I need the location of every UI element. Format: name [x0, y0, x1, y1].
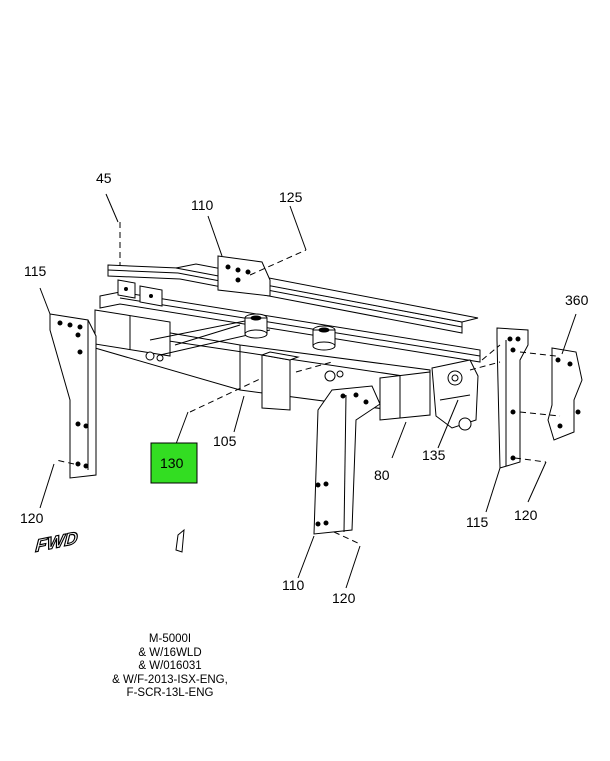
callout-105[interactable]: 105	[213, 433, 237, 449]
note-line: M-5000I	[148, 633, 192, 645]
plate-360	[547, 347, 583, 441]
note-line: F-SCR-13L-ENG	[126, 687, 214, 699]
applicability-note: M-5000I & W/16WLD & W/016031 & W/F-2013-…	[60, 633, 280, 701]
fwd-arrow-icon: FWD	[34, 527, 185, 556]
callout-110-lower[interactable]: 110	[282, 577, 305, 593]
leader-lines	[39, 193, 577, 589]
callout-120-left[interactable]: 120	[20, 510, 44, 526]
callout-120-bottom[interactable]: 120	[332, 590, 356, 606]
callout-360[interactable]: 360	[565, 292, 589, 308]
bracket-135	[431, 359, 479, 431]
callout-115-left[interactable]: 115	[24, 263, 47, 279]
callout-45[interactable]: 45	[96, 170, 112, 186]
bracket-110-lower	[313, 385, 381, 535]
fwd-label: FWD	[35, 527, 78, 556]
callout-130-highlight[interactable]	[150, 442, 198, 484]
callout-120-right[interactable]: 120	[514, 507, 538, 523]
dashed-leaders	[55, 222, 561, 545]
callout-135[interactable]: 135	[422, 447, 446, 463]
note-line: & W/016031	[138, 660, 202, 672]
bracket-115-left	[49, 313, 97, 479]
bracket-115-right	[496, 327, 529, 469]
callout-130[interactable]: 130	[160, 455, 184, 471]
callout-80[interactable]: 80	[374, 467, 390, 483]
bracket-110-upper	[217, 255, 271, 297]
note-line: & W/16WLD	[138, 646, 202, 659]
top-left-clip	[117, 279, 163, 307]
callout-115-right[interactable]: 115	[466, 514, 489, 530]
plate-105	[260, 351, 300, 411]
note-line: & W/F-2013-ISX-ENG,	[112, 673, 228, 686]
callout-110-upper[interactable]: 110	[191, 197, 214, 213]
callout-125[interactable]: 125	[279, 189, 303, 205]
mount-bushings	[145, 313, 344, 382]
